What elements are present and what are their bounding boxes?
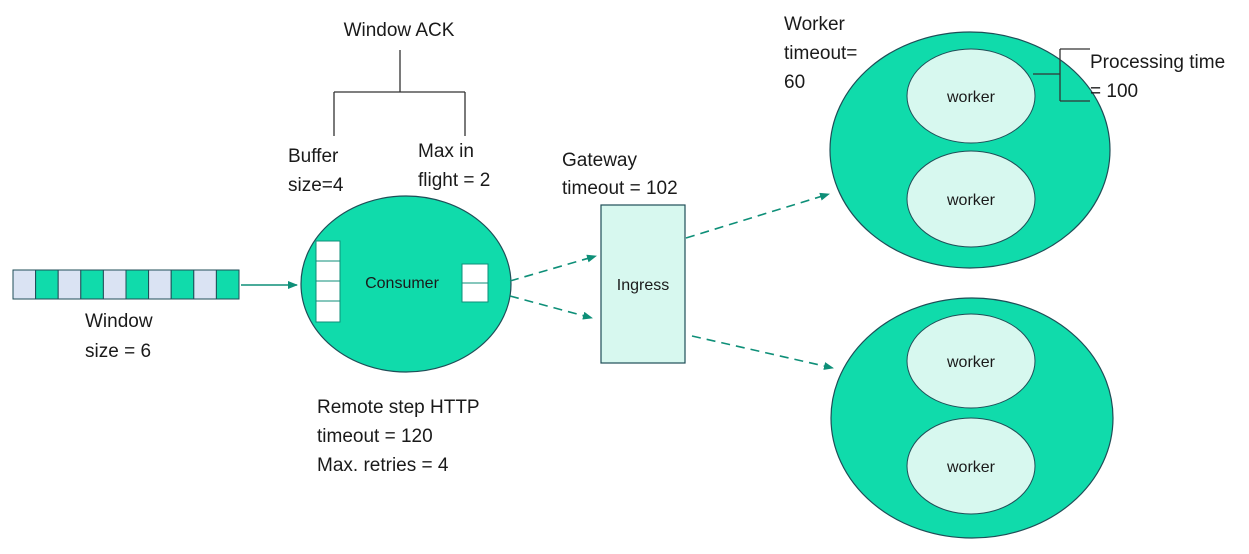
worker-node-bottom-2 (906, 417, 1036, 515)
worker-timeout-label-line2: timeout= (784, 43, 857, 64)
remote-step-label-line2: timeout = 120 (317, 426, 433, 447)
worker-label-top-1: worker (946, 89, 996, 106)
consumer-in-flight-slots (461, 263, 489, 303)
ingress-to-bottom-group-arrow (691, 335, 834, 370)
worker-label-top-2: worker (946, 192, 996, 209)
ingress-node (600, 204, 686, 364)
queue-cell-filled (80, 269, 104, 300)
worker-timeout-label-line1: Worker (784, 14, 846, 35)
processing-time-label-line1: Processing time (1090, 52, 1225, 73)
message-queue (12, 269, 240, 300)
worker-node-top-2 (906, 150, 1036, 248)
queue-cell-empty (57, 269, 82, 300)
gateway-timeout-label-line1: Gateway (562, 150, 637, 171)
queue-cell-filled (170, 269, 195, 300)
consumer-to-ingress-arrow-upper (509, 254, 597, 282)
processing-time-label-line2: = 100 (1090, 81, 1138, 102)
window-ack-label: Window ACK (344, 20, 455, 41)
consumer-buffer (315, 240, 341, 323)
consumer-label: Consumer (365, 275, 439, 292)
consumer-to-ingress-arrow-lower (509, 295, 593, 320)
worker-node-top-1 (906, 48, 1036, 144)
window-ack-bracket (333, 50, 466, 136)
queue-cell-filled (215, 269, 240, 300)
queue-cell-filled (35, 269, 59, 300)
worker-node-bottom-1 (906, 313, 1036, 409)
window-size-label-line1: Window (85, 311, 153, 332)
worker-label-bottom-2: worker (946, 459, 996, 476)
worker-timeout-label-line3: 60 (784, 72, 805, 93)
queue-cell-empty (102, 269, 127, 300)
window-size-label-line2: size = 6 (85, 341, 151, 362)
ingress-label: Ingress (617, 277, 669, 294)
consumer-node (300, 195, 512, 373)
buffer-size-label-line1: Buffer (288, 146, 339, 167)
max-in-flight-label-line2: flight = 2 (418, 170, 490, 191)
queue-cell-empty (12, 269, 37, 300)
queue-cell-empty (193, 269, 217, 300)
ingress-to-top-group-arrow (685, 192, 830, 239)
worker-group-top (829, 31, 1111, 269)
queue-cell-filled (125, 269, 150, 300)
gateway-timeout-label-line2: timeout = 102 (562, 178, 678, 199)
worker-label-bottom-1: worker (946, 354, 996, 371)
remote-step-label-line1: Remote step HTTP (317, 397, 480, 418)
max-in-flight-label-line1: Max in (418, 141, 474, 162)
buffer-size-label-line2: size=4 (288, 175, 344, 196)
queue-cell-empty (148, 269, 172, 300)
processing-time-bracket (1033, 48, 1090, 102)
remote-step-label-line3: Max. retries = 4 (317, 455, 449, 476)
